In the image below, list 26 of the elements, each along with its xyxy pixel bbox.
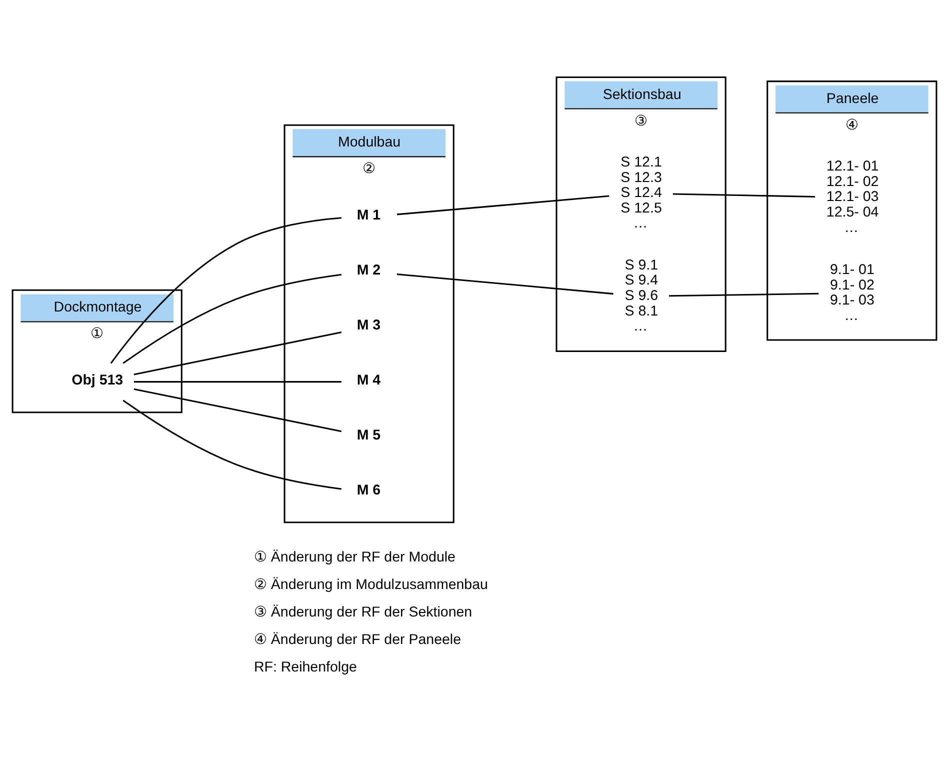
connector xyxy=(396,195,610,216)
node-text: M 1 xyxy=(356,208,381,224)
label: RF: Reihenfolge xyxy=(254,659,357,676)
node-text: M 5 xyxy=(356,428,381,444)
node-text: S 9.1 S 9.4 S 9.6 S 8.1 … xyxy=(624,257,658,335)
connector xyxy=(668,292,819,297)
node-text: M 2 xyxy=(356,262,381,279)
node-text: 12.1- 01 12.1- 02 12.1- 03 12.5- 04 … xyxy=(826,158,879,236)
label: ① Änderung der RF der Module xyxy=(254,549,456,566)
connector xyxy=(122,274,342,364)
label: ④ Änderung der RF der Paneele xyxy=(254,632,462,648)
node-text: S 12.1 S 12.3 S 12.4 S 12.5 … xyxy=(620,154,662,232)
connector xyxy=(110,217,342,364)
node-text: M 3 xyxy=(356,318,381,334)
connector xyxy=(134,381,342,383)
connector xyxy=(122,400,342,490)
connector xyxy=(396,273,614,295)
connector xyxy=(134,331,342,376)
connector xyxy=(134,388,342,432)
node-text: 9.1- 01 9.1- 02 9.1- 03 … xyxy=(830,262,874,324)
node-text: Obj 513 xyxy=(72,372,124,389)
node-text: M 4 xyxy=(356,372,381,389)
node-text: M 6 xyxy=(356,482,381,499)
label: ② Änderung im Modulzusammenbau xyxy=(254,576,488,593)
connector xyxy=(672,193,816,198)
label: ③ Änderung der RF der Sektionen xyxy=(254,604,472,620)
